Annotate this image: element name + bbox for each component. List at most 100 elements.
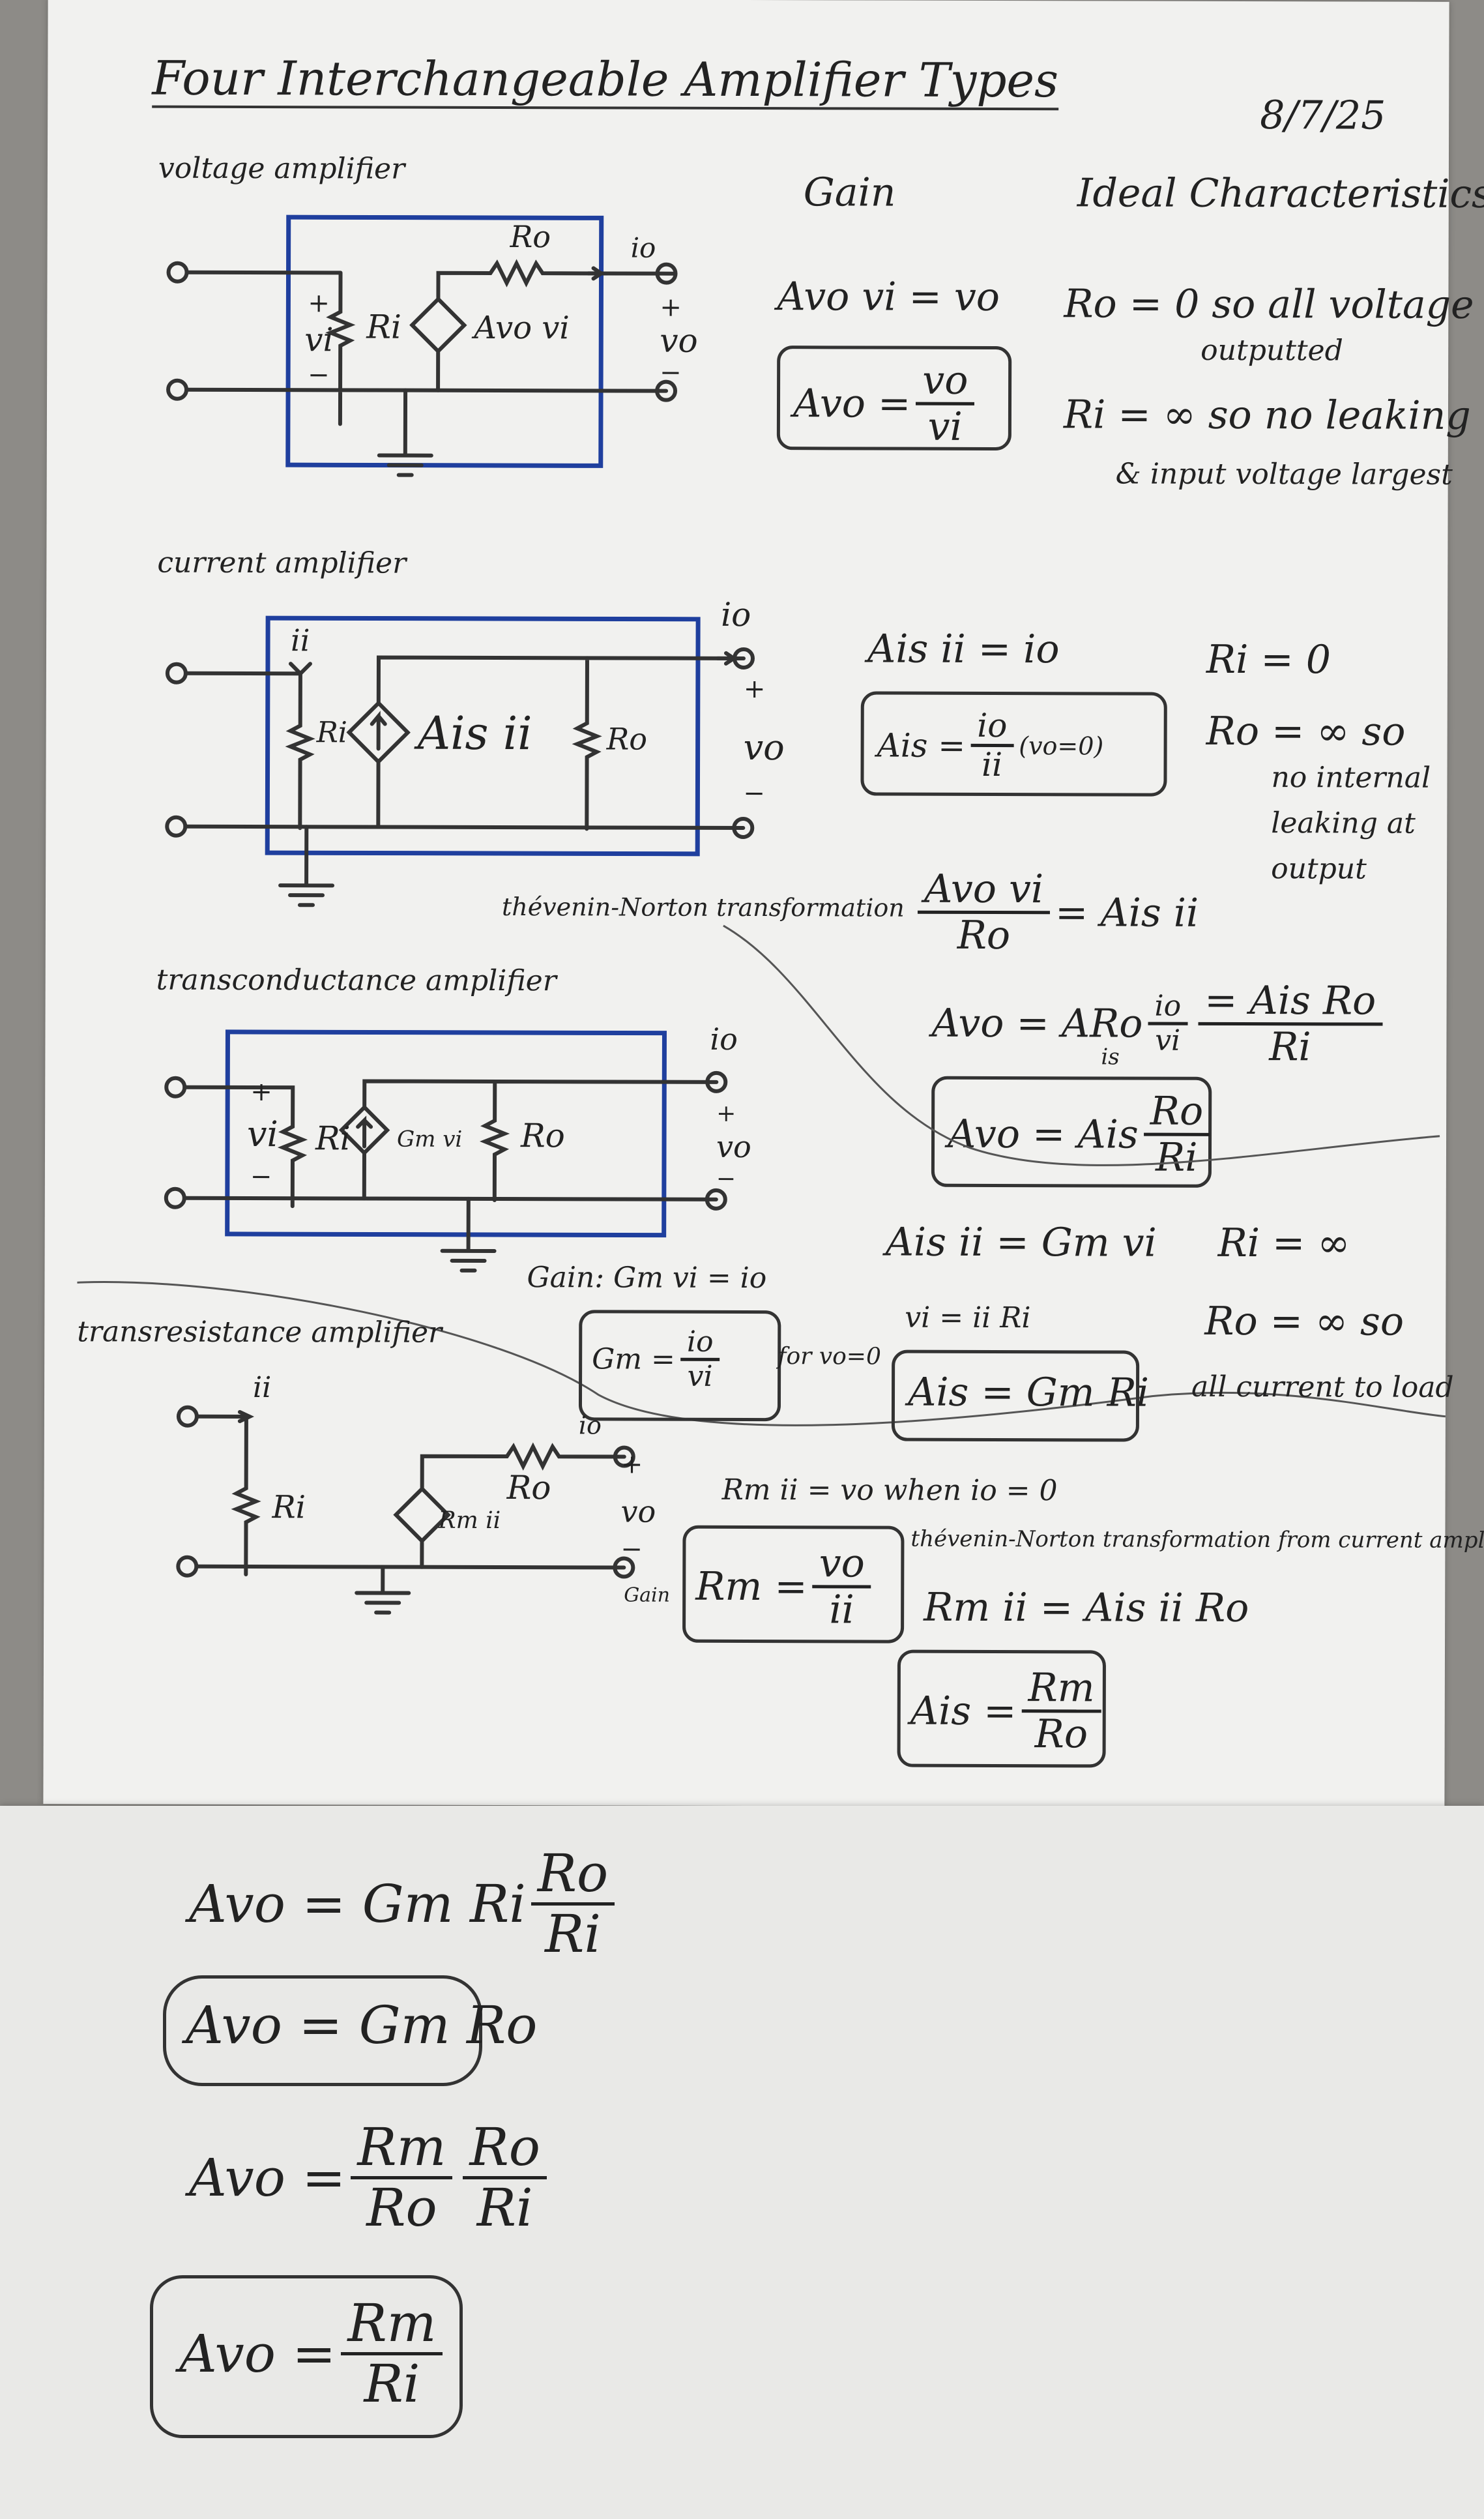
transcond-box-2-text: Ais = Gm Ri (907, 1369, 1150, 1416)
transres-eq-2: Rm ii = Ais ii Ro (924, 1584, 1249, 1632)
current-ideal-2a: Ro = ∞ so (1206, 708, 1406, 755)
voltage-amp-heading: voltage amplifier (158, 151, 405, 186)
current-gain-eq: Ais ii = io (867, 626, 1060, 673)
transcond-minus-out: − (716, 1166, 736, 1192)
voltage-amp-circuit: Ro Ri vi + − Avo vi io + vo − (166, 214, 698, 477)
current-ideal-2d: output (1271, 852, 1367, 886)
voltage-gain-lhs: Avo = (793, 380, 911, 427)
page-title: Four Interchangeable Amplifier Types (152, 50, 1059, 111)
current-ri-label: Ri (316, 716, 347, 749)
voltage-vi-label: vi (304, 321, 333, 359)
transres-minus-out: − (620, 1534, 643, 1564)
voltage-plus-in: + (308, 288, 330, 318)
transcond-vo-label: vo (716, 1129, 751, 1164)
transcond-minus-in: − (250, 1162, 272, 1192)
transresistance-heading: transresistance amplifier (77, 1315, 443, 1349)
transres-box-2-den: Ro (1034, 1711, 1088, 1758)
transcond-box-2: Ais = Gm Ri (891, 1349, 1149, 1442)
bottom-eq-2-lhs: Avo = (189, 2147, 346, 2208)
current-ro-label: Ro (606, 721, 647, 756)
transres-ro-label: Ro (506, 1469, 551, 1507)
current-ii-label: ii (291, 623, 310, 658)
bottom-eq-2-den1: Ro (366, 2177, 437, 2238)
notebook-page: Four Interchangeable Amplifier Types 8/7… (43, 0, 1484, 1808)
bottom-eq-2-num1: Rm (351, 2119, 453, 2179)
current-plus-out: + (744, 674, 766, 704)
bottom-eq-1-den: Ri (545, 1904, 601, 1964)
thevenin-eq-num: Avo vi (917, 866, 1051, 915)
current-gain-lhs: Ais = (877, 726, 966, 765)
transcond-ri-label: Ri (315, 1119, 351, 1157)
bottom-eq-2-num2: Ro (463, 2119, 547, 2179)
current-amp-heading: current amplifier (157, 546, 407, 580)
section-divider-line (77, 924, 1446, 1426)
transres-gain-num: vo (812, 1540, 871, 1589)
transresistance-circuit: ii Ri Rm ii Ro io + vo − (176, 1371, 656, 1615)
voltage-ri-label: Ri (366, 308, 401, 346)
transres-vo-label: vo (620, 1494, 656, 1529)
transcond-source-label: Gm vi (397, 1127, 462, 1153)
transcond-ideal-1: Ri = ∞ (1217, 1220, 1350, 1267)
transres-ii-label: ii (253, 1371, 271, 1404)
transres-box-2-lhs: Ais = (910, 1688, 1017, 1734)
voltage-ideal-2b: & input voltage largest (1115, 457, 1453, 492)
gain-header: Gain (803, 169, 896, 216)
transcond-plus-out: + (716, 1100, 736, 1127)
voltage-vo-label: vo (660, 322, 698, 360)
bottom-box-2-lhs: Avo = (179, 2323, 336, 2384)
bottom-eq-2-den2: Ri (476, 2177, 533, 2238)
bottom-box-1-text: Avo = Gm Ro (186, 1995, 538, 2055)
transcond-ro-label: Ro (520, 1117, 565, 1155)
transcond-eq-1: Ais ii = Gm vi (885, 1219, 1157, 1266)
transres-plus-out: + (621, 1449, 643, 1479)
current-io-label: io (721, 596, 751, 634)
bottom-box-2-num: Rm (341, 2295, 443, 2355)
bottom-box-1: Avo = Gm Ro (163, 1975, 537, 2086)
voltage-io-label: io (631, 232, 656, 264)
voltage-minus-in: − (308, 360, 330, 390)
voltage-ideal-2a: Ri = ∞ so no leaking (1063, 392, 1471, 439)
current-ideal-2b: no internal (1271, 761, 1431, 795)
current-ideal-2c: leaking at (1271, 806, 1416, 840)
current-minus-out: − (743, 778, 765, 808)
voltage-gain-den: vi (927, 404, 963, 450)
current-amp-circuit: ii Ri Ais ii Ro io + vo − (165, 596, 785, 907)
voltage-ideal-1a: Ro = 0 so all voltage (1064, 281, 1474, 328)
transres-io-label: io (579, 1411, 602, 1439)
voltage-gain-eq: Avo vi = vo (777, 274, 1000, 321)
current-vo-label: vo (744, 727, 785, 768)
transres-gain-den: ii (829, 1587, 854, 1633)
transcond-plus-in: + (250, 1077, 272, 1107)
transcond-gain-cond: for vo=0 (778, 1343, 881, 1370)
transres-thevenin-label: thévenin-Norton transformation from curr… (910, 1525, 1484, 1554)
transcond-ideal-2a: Ro = ∞ so (1204, 1298, 1404, 1345)
voltage-ro-label: Ro (510, 219, 551, 254)
current-gain-den: ii (982, 745, 1003, 784)
transcond-ideal-2b: all current to load (1191, 1370, 1454, 1404)
transres-gain-eq: Rm ii = vo when io = 0 (721, 1473, 1058, 1508)
bottom-eq-1-lhs: Avo = Gm Ri (189, 1874, 526, 1934)
current-gain-num: io (970, 707, 1014, 748)
transconductance-heading: transconductance amplifier (156, 963, 557, 998)
voltage-ideal-1b: outputted (1200, 333, 1343, 368)
transcond-eq-2: vi = ii Ri (905, 1301, 1031, 1335)
ideal-header: Ideal Characteristics (1077, 170, 1484, 217)
current-gain-cond: (vo=0) (1019, 731, 1104, 760)
transres-gain-prefix: Gain (624, 1584, 671, 1607)
voltage-minus-out: − (660, 358, 682, 388)
voltage-gain-num: vo (916, 358, 975, 405)
voltage-source-label: Avo vi (471, 310, 570, 346)
transres-gain-lhs: Rm = (695, 1563, 807, 1610)
bottom-box-2-den: Ri (364, 2353, 420, 2414)
page-date: 8/7/25 (1260, 93, 1386, 139)
transcond-io-label: io (710, 1022, 738, 1057)
current-source-label: Ais ii (414, 707, 532, 760)
